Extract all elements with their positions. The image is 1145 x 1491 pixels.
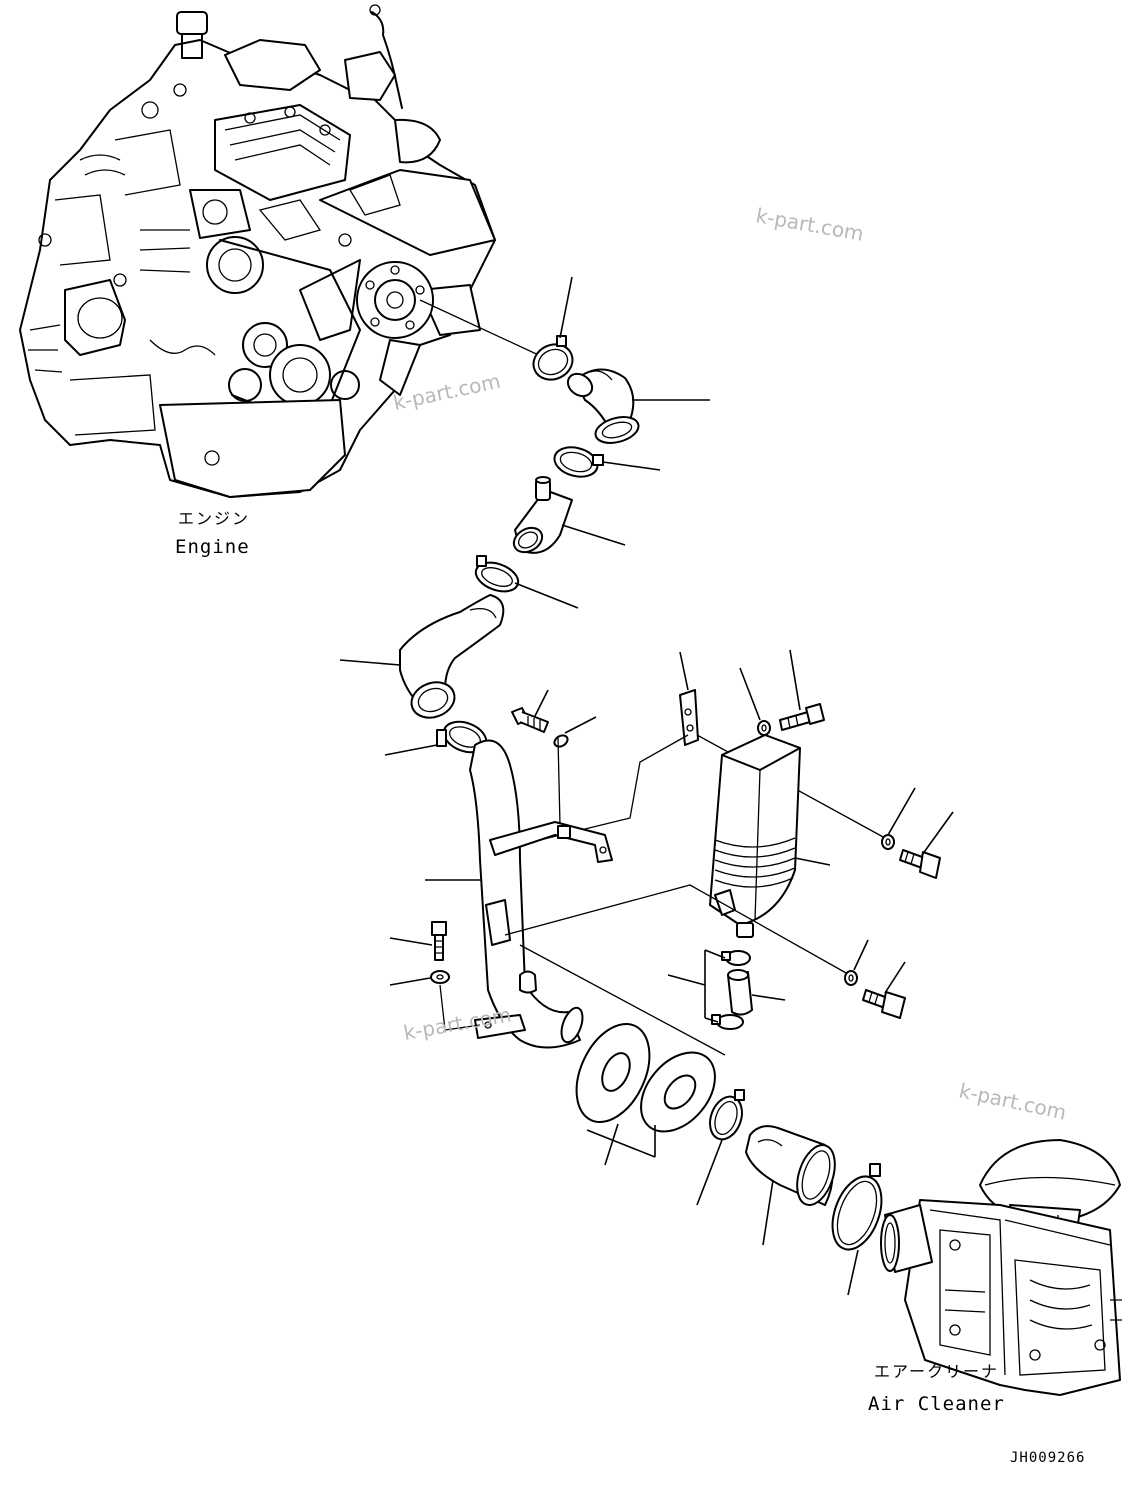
- guide-line-3: [557, 737, 561, 826]
- leader-small-hose: [751, 994, 786, 1001]
- leader-washer-4: [887, 787, 916, 836]
- guide-line-4: [439, 984, 481, 1031]
- washer-4[interactable]: [881, 834, 895, 850]
- engine-illustration[interactable]: [19, 4, 496, 498]
- leader-bolt-4: [921, 811, 954, 856]
- drawing-code: JH009266: [1010, 1450, 1085, 1466]
- hose-clamp-6[interactable]: [823, 1163, 890, 1256]
- watermark-3: k-part.com: [402, 1002, 513, 1045]
- leader-seal-plates: [586, 1123, 656, 1166]
- bracket-upper[interactable]: [679, 689, 699, 746]
- guide-line-5: [504, 884, 856, 979]
- leader-washer-5: [853, 939, 869, 971]
- leader-clamp-1: [559, 276, 573, 339]
- leader-air-cleaner-hose: [762, 1179, 774, 1246]
- leader-washer-1: [564, 716, 597, 734]
- s-hose[interactable]: [399, 594, 505, 723]
- watermark-4: k-part.com: [957, 1078, 1069, 1124]
- bolt-1[interactable]: [511, 707, 549, 733]
- bolt-4[interactable]: [899, 849, 941, 879]
- engine-label-en: Engine: [175, 536, 250, 558]
- leader-bracket-upper: [679, 651, 689, 691]
- hose-clamp-5[interactable]: [704, 1089, 747, 1144]
- connector-pipe[interactable]: [510, 476, 573, 557]
- leader-bolt-5: [884, 961, 906, 994]
- air-cleaner-label-en: Air Cleaner: [868, 1393, 1005, 1415]
- leader-clamp-5: [696, 1139, 723, 1206]
- bolt-2[interactable]: [779, 703, 825, 731]
- leader-clamp-2: [602, 461, 661, 471]
- bolt-3[interactable]: [431, 921, 447, 961]
- leader-connector-pipe: [561, 524, 626, 546]
- leader-bolt-2: [789, 649, 801, 711]
- leader-clamp-4: [384, 744, 438, 756]
- seal-plate-2[interactable]: [626, 1038, 730, 1146]
- hose-clamp-1[interactable]: [528, 335, 579, 386]
- air-cleaner-illustration[interactable]: [880, 1139, 1122, 1396]
- watermark-1: k-part.com: [754, 203, 865, 246]
- washer-2[interactable]: [757, 720, 771, 736]
- leader-resonator: [794, 857, 831, 866]
- guide-line-6: [519, 944, 726, 1056]
- air-cleaner-label-jp: エアークリーナ: [874, 1362, 999, 1381]
- bolt-5[interactable]: [862, 989, 906, 1019]
- center-line-engine: [419, 299, 546, 359]
- leader-s-hose: [339, 659, 401, 666]
- engine-label-jp: エンジン: [178, 509, 250, 528]
- leader-washer-2: [739, 667, 761, 721]
- washer-3[interactable]: [430, 970, 450, 984]
- leader-clamp-6: [847, 1249, 859, 1296]
- small-hose[interactable]: [727, 969, 753, 1016]
- washer-1[interactable]: [552, 733, 569, 749]
- leader-bolt-3: [389, 937, 433, 946]
- air-cleaner-hose[interactable]: [745, 1125, 842, 1210]
- hose-clamp-2[interactable]: [551, 443, 604, 481]
- small-clamp-upper[interactable]: [721, 950, 751, 966]
- hose-clamp-3[interactable]: [472, 555, 522, 597]
- seal-plate-1[interactable]: [562, 1012, 664, 1133]
- leader-small-clamp-group: [667, 949, 726, 1023]
- main-air-pipe[interactable]: [469, 739, 613, 1049]
- washer-5[interactable]: [844, 970, 858, 986]
- resonator[interactable]: [709, 734, 801, 938]
- leader-bolt-1: [534, 689, 549, 717]
- leader-washer-3: [389, 977, 431, 986]
- elbow-hose-1[interactable]: [564, 368, 642, 447]
- leader-clamp-3: [514, 582, 579, 609]
